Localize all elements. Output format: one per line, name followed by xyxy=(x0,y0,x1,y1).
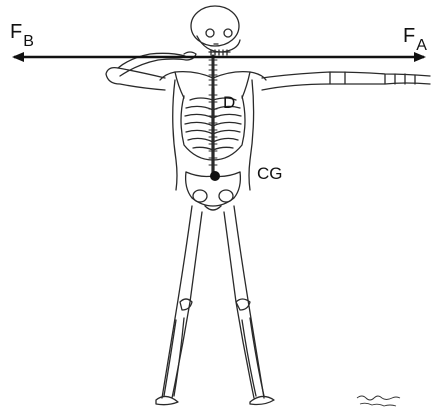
skull xyxy=(191,6,240,55)
force-b-subscript: B xyxy=(23,33,34,50)
force-b-label: FB xyxy=(10,22,34,42)
point-d-label: D xyxy=(223,94,235,111)
artist-signature xyxy=(357,396,400,406)
center-of-gravity-dot xyxy=(210,171,220,181)
left-leg xyxy=(156,206,202,405)
force-a-label: FA xyxy=(403,26,427,46)
right-arm xyxy=(262,72,430,90)
cervical-spine xyxy=(209,56,217,88)
skeleton-figure xyxy=(106,6,430,405)
right-leg xyxy=(224,206,274,405)
center-of-gravity-label: CG xyxy=(257,165,283,182)
force-a-letter: F xyxy=(403,25,415,47)
force-a-subscript: A xyxy=(416,37,427,54)
force-b-letter: F xyxy=(10,21,22,43)
spine xyxy=(209,88,217,176)
